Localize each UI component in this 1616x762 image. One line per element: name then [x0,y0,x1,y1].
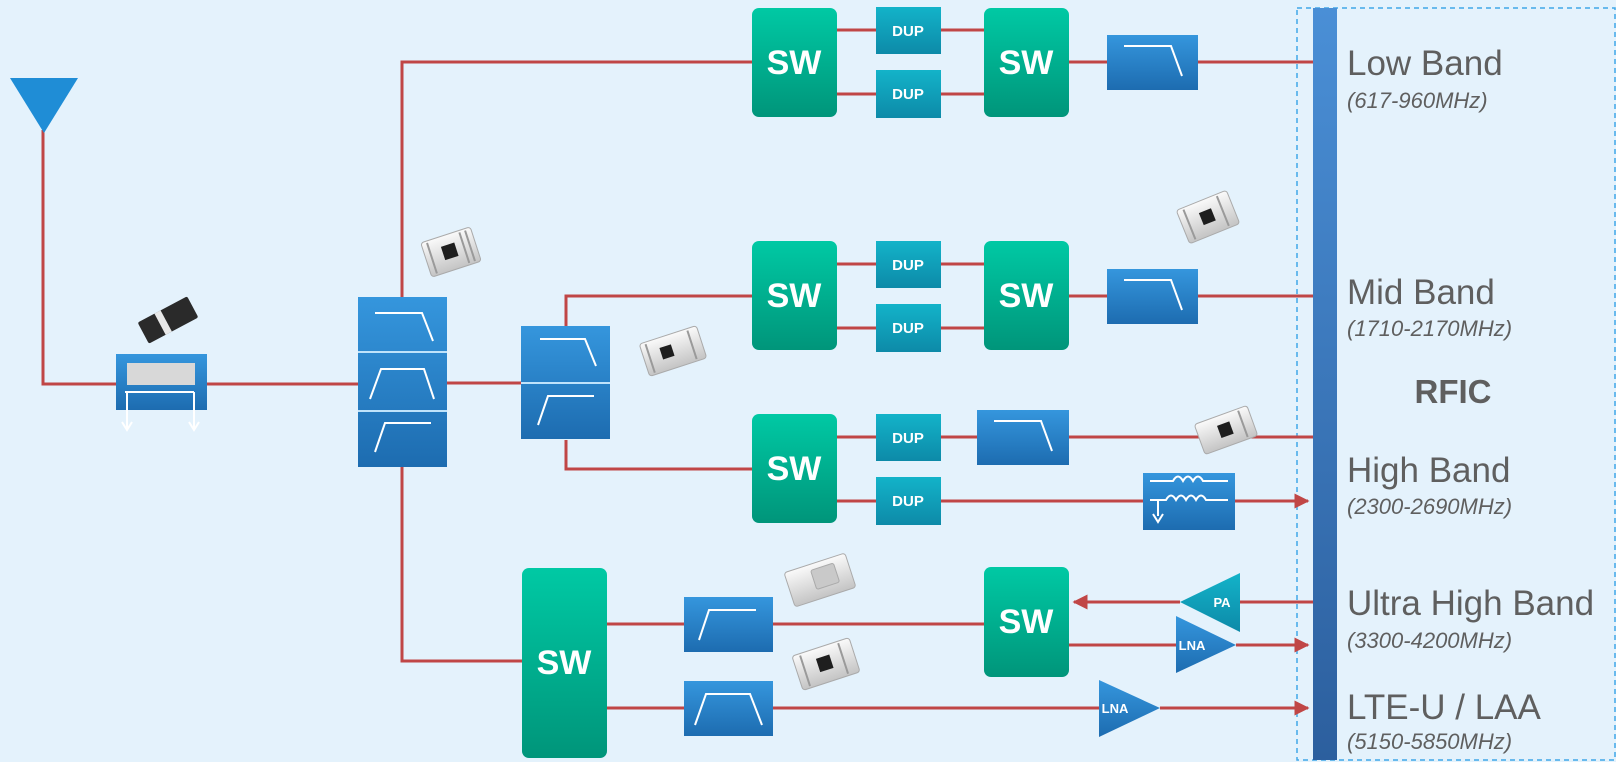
dup-block: DUP [876,414,941,461]
dup-label: DUP [892,257,924,274]
sw-mid-band-in: SW [752,241,837,350]
pa-label: PA [1213,595,1231,610]
band-name-high: High Band [1347,451,1510,490]
sw-low-band-out: SW [984,8,1069,117]
band-range-low: (617-960MHz) [1347,88,1488,113]
sw-label: SW [999,603,1055,641]
band-name-low: Low Band [1347,44,1503,83]
band-range-mid: (1710-2170MHz) [1347,316,1512,341]
dup-block: DUP [876,7,941,54]
band-name-uhb: Ultra High Band [1347,584,1594,623]
lna-label: LNA [1102,701,1129,716]
lowpass-filter-high-band [977,410,1069,465]
band-range-high: (2300-2690MHz) [1347,494,1512,519]
lna-amplifier-lte-u: LNA [1099,680,1160,737]
antenna-icon [10,78,78,133]
chip-component-icon [639,325,707,377]
sw-label: SW [767,450,823,488]
triplexer-block [358,297,447,467]
dup-label: DUP [892,430,924,447]
chip-component-icon [1176,190,1240,244]
band-range-lte-u: (5150-5850MHz) [1347,729,1512,754]
chip-component-icon [784,553,856,607]
dup-block: DUP [876,70,941,118]
sw-label: SW [767,44,823,82]
signal-wires [41,28,1313,716]
sw-label: SW [999,277,1055,315]
sw-uhb: SW [984,567,1069,677]
inductive-coupler-block [1143,473,1235,530]
rfic-bar [1313,8,1337,760]
chip-component-icon [420,227,482,277]
sw-antenna-select: SW [522,568,607,758]
lowpass-filter-low-band [1107,35,1198,90]
band-name-lte-u: LTE-U / LAA [1347,688,1542,727]
chip-component-icon [792,637,860,691]
dup-label: DUP [892,23,924,40]
sw-low-band-in: SW [752,8,837,117]
dup-block: DUP [876,477,941,525]
band-range-uhb: (3300-4200MHz) [1347,628,1512,653]
rfic-label: RFIC [1415,373,1492,410]
lowpass-filter-mid-band [1107,269,1198,324]
chip-component-icon [1194,405,1258,455]
bandpass-filter-lte-u [684,681,773,736]
sw-label: SW [767,277,823,315]
coupler-block [116,354,207,432]
sw-label: SW [537,644,593,682]
lna-amplifier-uhb: LNA [1176,616,1236,673]
lna-label: LNA [1179,638,1206,653]
highpass-filter-uhb [684,597,773,652]
dup-block: DUP [876,241,941,288]
dup-label: DUP [892,320,924,337]
sw-mid-band-out: SW [984,241,1069,350]
dup-label: DUP [892,86,924,103]
dup-block: DUP [876,304,941,352]
diplexer-block [521,326,610,439]
sw-high-band: SW [752,414,837,523]
chip-package-icon [138,296,198,344]
rfic-outline [1296,7,1616,761]
dup-label: DUP [892,493,924,510]
pa-amplifier: PA [1180,573,1240,632]
band-name-mid: Mid Band [1347,273,1495,312]
sw-label: SW [999,44,1055,82]
